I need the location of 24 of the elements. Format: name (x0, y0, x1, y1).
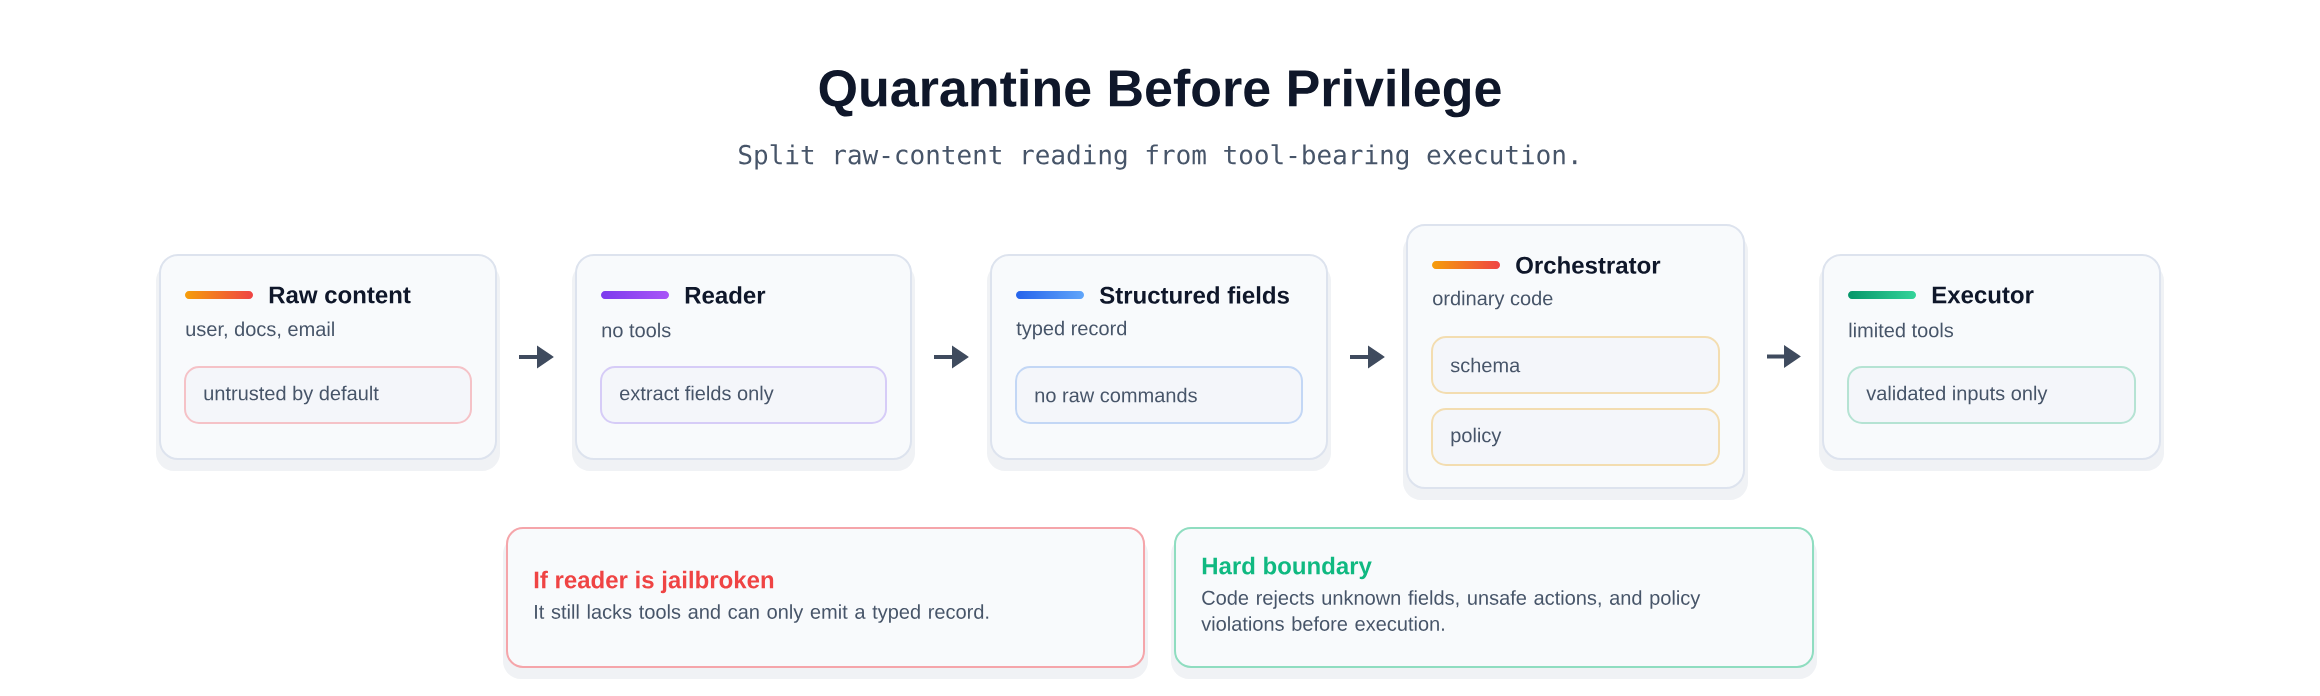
card-subtitle: limited tools (1849, 322, 1954, 338)
card-subtitle: typed record (1016, 320, 1127, 340)
card-title: Orchestrator (1516, 256, 1661, 274)
card-title: Reader (685, 286, 766, 304)
title: Quarantine Before Privilege (819, 68, 1501, 118)
card-title: Raw content (269, 286, 411, 304)
note-heading: Hard boundary (1202, 556, 1372, 580)
note-text: It still lacks tools and can only emit a typed record. (535, 604, 989, 623)
note-box (1171, 527, 1817, 679)
tag-box: schema (1431, 336, 1720, 394)
card-title: Structured fields (1099, 286, 1289, 304)
card-subtitle: user, docs, email (186, 321, 334, 339)
tag-box: validated inputs only (1847, 366, 2137, 424)
card-title: Executor (1932, 286, 2034, 304)
subtitle: Split raw-content reading from tool-bearing execution. (739, 144, 1577, 170)
tag-box: no raw commands (1015, 366, 1303, 424)
note-heading: If reader is jailbroken (534, 570, 774, 594)
tag-box: untrusted by default (184, 366, 472, 424)
card-subtitle: ordinary code (1433, 290, 1553, 310)
card-subtitle: no tools (602, 322, 671, 338)
tag-box: policy (1431, 408, 1720, 466)
note-box (503, 527, 1148, 679)
note-text: Code rejects unknown fields, unsafe actions, and policy violations before execution. (1201, 590, 1701, 631)
tag-box: extract fields only (600, 366, 887, 424)
